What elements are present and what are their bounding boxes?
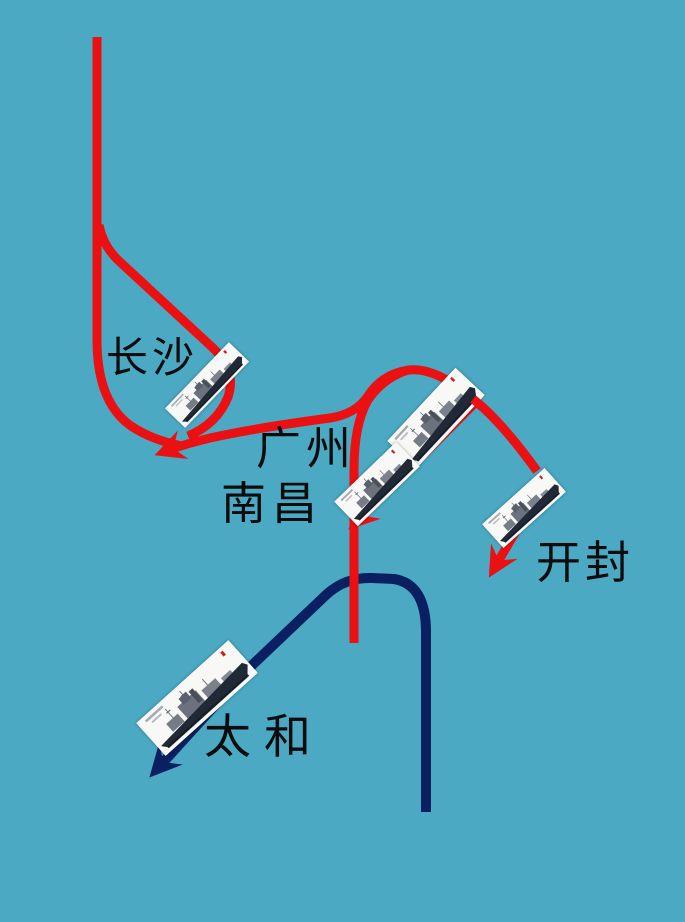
route-red-left-loop bbox=[92, 37, 183, 451]
label-guangzhou: 广州 bbox=[256, 424, 357, 474]
route-red-kaifeng-descent bbox=[470, 395, 541, 474]
label-taihe: 太和 bbox=[204, 712, 324, 764]
route-red-changsha-branch bbox=[94, 224, 235, 441]
warship-silhouette bbox=[482, 468, 566, 548]
label-changsha: 长沙 bbox=[106, 336, 199, 382]
label-kaifeng: 开封 bbox=[536, 538, 635, 588]
ship-kaifeng-photo bbox=[482, 468, 566, 548]
label-nanchang: 南昌 bbox=[221, 479, 324, 529]
